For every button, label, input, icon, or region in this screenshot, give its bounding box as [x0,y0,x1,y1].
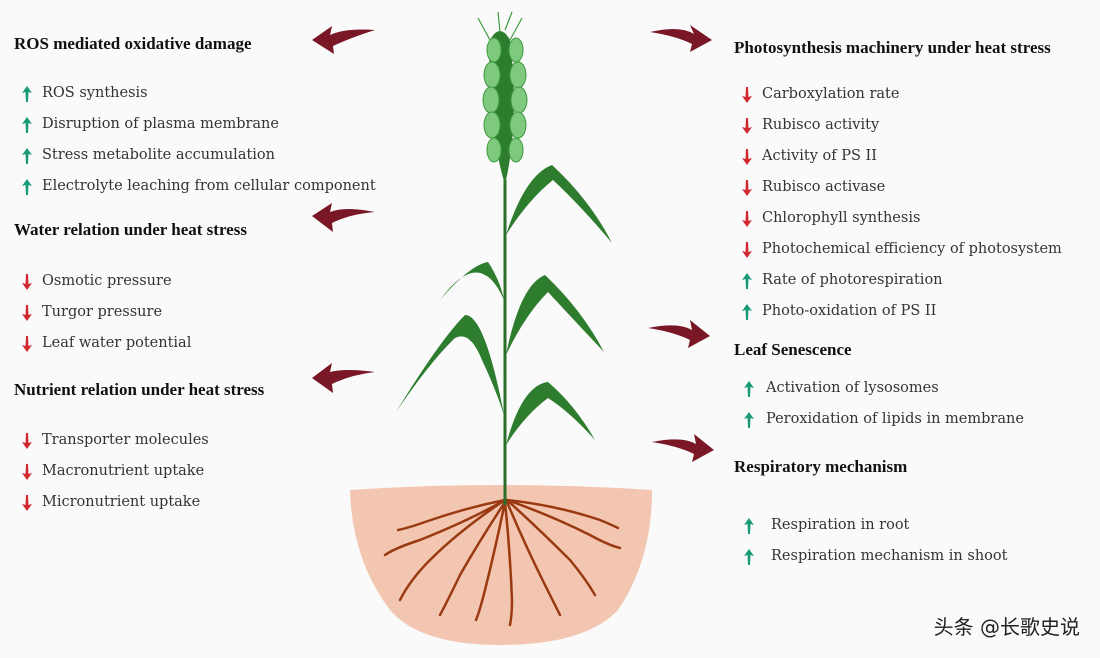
curved-arrows [312,25,714,462]
list-item: Disruption of plasma membrane [14,109,376,140]
item-label: Stress metabolite accumulation [42,147,275,163]
list-item: Respiration mechanism in shoot [734,541,1007,572]
watermark: 头条 @长歌史说 [933,615,1080,639]
item-label: Turgor pressure [42,304,163,320]
arrow-down-icon [22,433,32,449]
arrow-down-icon [22,274,32,290]
list-item: Leaf water potential [14,328,247,359]
section-title: Respiratory mechanism [734,457,908,476]
item-label: Electrolyte leaching from cellular compo… [42,178,376,194]
list-item: Electrolyte leaching from cellular compo… [14,171,376,202]
item-label: Chlorophyll synthesis [762,210,921,226]
arrow-up-icon [22,179,32,195]
item-label: Activity of PS II [762,148,877,164]
arrow-up-icon [744,518,754,534]
arrow-up-icon [744,549,754,565]
section-title: Nutrient relation under heat stress [14,380,265,399]
list-item: Activity of PS II [734,141,1062,172]
list-item: Turgor pressure [14,297,247,328]
item-label: Respiration in root [771,517,910,533]
list-item: Macronutrient uptake [14,456,264,487]
wheat-ear [477,11,528,185]
soil-pot [350,485,652,645]
arrow-to-leaf [648,320,710,348]
arrow-up-icon [22,86,32,102]
item-label: Carboxylation rate [762,86,900,102]
item-label: Osmotic pressure [42,273,172,289]
list-item: Rubisco activity [734,110,1062,141]
section-title: Leaf Senescence [734,340,852,359]
leaves [396,165,612,445]
section-water: Water relation under heat stress Osmotic… [14,220,247,359]
item-label: Rate of photorespiration [762,272,943,288]
arrow-up-icon [22,148,32,164]
arrow-up-icon [22,117,32,133]
item-label: Respiration mechanism in shoot [771,548,1008,564]
item-label: Disruption of plasma membrane [42,116,279,132]
arrow-up-icon [744,381,754,397]
arrow-to-ros [312,26,375,54]
item-label: Transporter molecules [42,432,209,448]
arrow-down-icon [22,336,32,352]
item-label: Peroxidation of lipids in membrane [766,411,1024,427]
arrow-down-icon [742,149,752,165]
arrow-to-resp [652,434,714,462]
section-photosynthesis: Photosynthesis machinery under heat stre… [734,38,1062,327]
list-item: Photo-oxidation of PS II [734,296,1062,327]
item-label: Rubisco activase [762,179,886,195]
list-item: Stress metabolite accumulation [14,140,376,171]
item-label: Leaf water potential [42,335,192,351]
arrow-down-icon [742,118,752,134]
list-item: Micronutrient uptake [14,487,264,518]
arrow-down-icon [22,495,32,511]
arrow-down-icon [742,180,752,196]
list-item: Rubisco activase [734,172,1062,203]
list-item: Peroxidation of lipids in membrane [734,404,1024,435]
item-label: Rubisco activity [762,117,880,133]
section-ros: ROS mediated oxidative damage ROS synthe… [14,34,376,202]
section-nutrient: Nutrient relation under heat stress Tran… [14,380,264,518]
item-label: Photo-oxidation of PS II [762,303,937,319]
list-item: Osmotic pressure [14,266,247,297]
arrow-to-nutrient [312,363,375,393]
arrow-up-icon [742,273,752,289]
arrow-down-icon [742,242,752,258]
list-item: Carboxylation rate [734,79,1062,110]
section-title: ROS mediated oxidative damage [14,34,252,53]
list-item: Activation of lysosomes [734,373,1024,404]
list-item: Respiration in root [734,510,1007,541]
arrow-up-icon [742,304,752,320]
item-label: Activation of lysosomes [766,380,939,396]
item-label: Micronutrient uptake [42,494,201,510]
section-title: Water relation under heat stress [14,220,247,239]
list-item: Rate of photorespiration [734,265,1062,296]
item-label: Photochemical efficiency of photosystem [762,241,1062,257]
list-item: ROS synthesis [14,78,376,109]
list-item: Chlorophyll synthesis [734,203,1062,234]
item-label: ROS synthesis [42,85,148,101]
list-item: Transporter molecules [14,425,264,456]
section-respiratory: Respiratory mechanism Respiration in roo… [734,457,1007,572]
arrow-to-water [312,203,375,232]
arrow-down-icon [742,87,752,103]
list-item: Photochemical efficiency of photosystem [734,234,1062,265]
item-label: Macronutrient uptake [42,463,205,479]
section-title: Photosynthesis machinery under heat stre… [734,38,1051,57]
arrow-to-photo [650,25,712,52]
arrow-down-icon [22,305,32,321]
roots [383,498,622,627]
arrow-down-icon [742,211,752,227]
arrow-down-icon [22,464,32,480]
arrow-up-icon [744,412,754,428]
